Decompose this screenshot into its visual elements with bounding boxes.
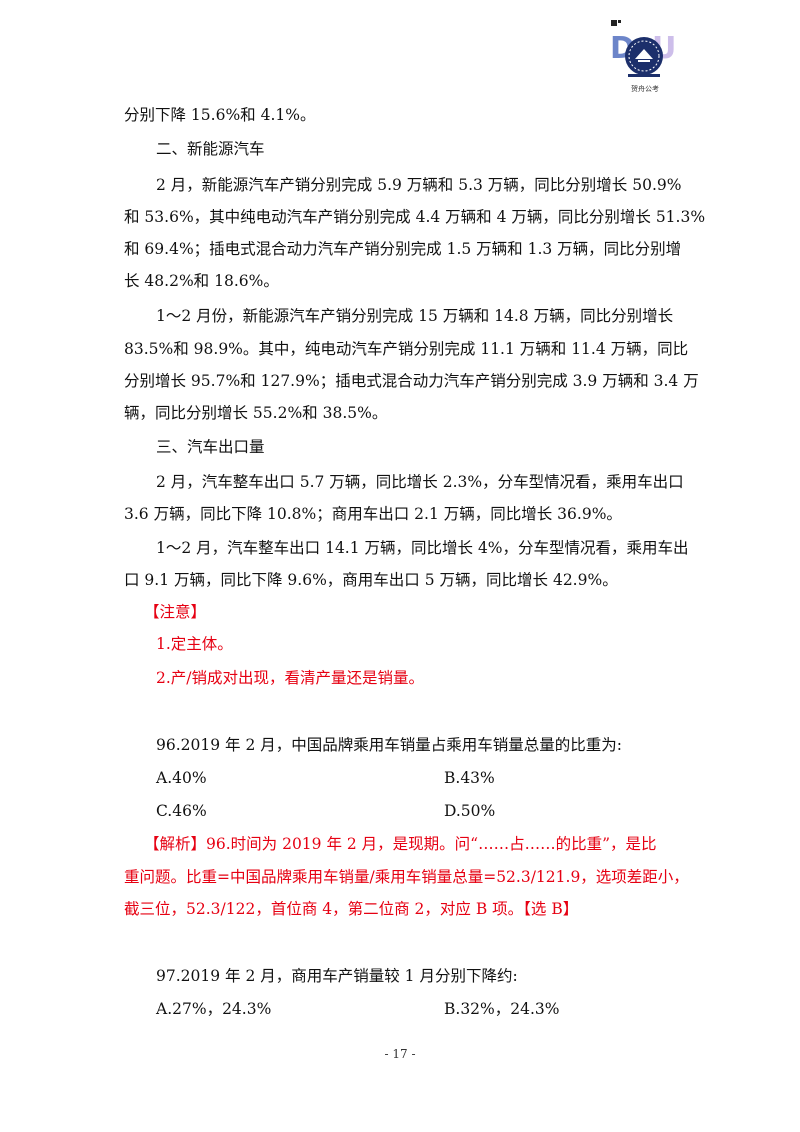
paragraph-line: 2 月，汽车整车出口 5.7 万辆，同比增长 2.3%，分车型情况看，乘用车出口	[156, 473, 684, 491]
paragraph-line: 和 69.4%；插电式混合动力汽车产销分别完成 1.5 万辆和 1.3 万辆，同…	[124, 240, 682, 258]
question-97: 97.2019 年 2 月，商用车产销量较 1 月分别下降约:	[156, 967, 518, 985]
question-96: 96.2019 年 2 月，中国品牌乘用车销量占乘用车销量总量的比重为:	[156, 736, 622, 754]
option-a: A.40%	[156, 769, 207, 787]
analysis-line: 【解析】96.时间为 2019 年 2 月，是现期。问“……占……的比重”，是比	[144, 835, 657, 853]
section-heading: 三、汽车出口量	[156, 438, 265, 456]
paragraph-line: 长 48.2%和 18.6%。	[124, 272, 279, 290]
page-number: - 17 -	[384, 1047, 416, 1061]
paragraph-line: 口 9.1 万辆，同比下降 9.6%，商用车出口 5 万辆，同比增长 42.9%…	[124, 571, 618, 589]
note-item: 1.定主体。	[156, 635, 233, 653]
watermark-caption: 贺舟公考	[631, 85, 659, 93]
option-b: B.32%，24.3%	[444, 1000, 560, 1018]
note-heading: 【注意】	[144, 603, 207, 621]
paragraph-line: 2 月，新能源汽车产销分别完成 5.9 万辆和 5.3 万辆，同比分别增长 50…	[156, 176, 682, 194]
option-d: D.50%	[444, 802, 496, 820]
option-c: C.46%	[156, 802, 207, 820]
note-item: 2.产/销成对出现，看清产量还是销量。	[156, 669, 425, 687]
paragraph-line: 1～2 月份，新能源汽车产销分别完成 15 万辆和 14.8 万辆，同比分别增长	[156, 307, 674, 325]
paragraph-line: 分别增长 95.7%和 127.9%；插电式混合动力汽车产销分别完成 3.9 万…	[124, 372, 699, 390]
paragraph-line: 1～2 月，汽车整车出口 14.1 万辆，同比增长 4%，分车型情况看，乘用车出	[156, 539, 689, 557]
analysis-line: 重问题。比重=中国品牌乘用车销量/乘用车销量总量=52.3/121.9，选项差距…	[124, 868, 689, 886]
paragraph-line: 和 53.6%，其中纯电动汽车产销分别完成 4.4 万辆和 4 万辆，同比分别增…	[124, 208, 706, 226]
watermark-logo: D U 贺舟公考	[608, 18, 682, 100]
analysis-line: 截三位，52.3/122，首位商 4，第二位商 2，对应 B 项。【选 B】	[124, 900, 579, 918]
paragraph-line: 3.6 万辆，同比下降 10.8%；商用车出口 2.1 万辆，同比增长 36.9…	[124, 505, 622, 523]
option-a: A.27%，24.3%	[156, 1000, 272, 1018]
qr-logo-icon: D U	[610, 20, 676, 77]
section-heading: 二、新能源汽车	[156, 140, 265, 158]
paragraph-line: 分别下降 15.6%和 4.1%。	[124, 106, 316, 124]
paragraph-line: 辆，同比分别增长 55.2%和 38.5%。	[124, 404, 388, 422]
paragraph-line: 83.5%和 98.9%。其中，纯电动汽车产销分别完成 11.1 万辆和 11.…	[124, 340, 689, 358]
option-b: B.43%	[444, 769, 495, 787]
